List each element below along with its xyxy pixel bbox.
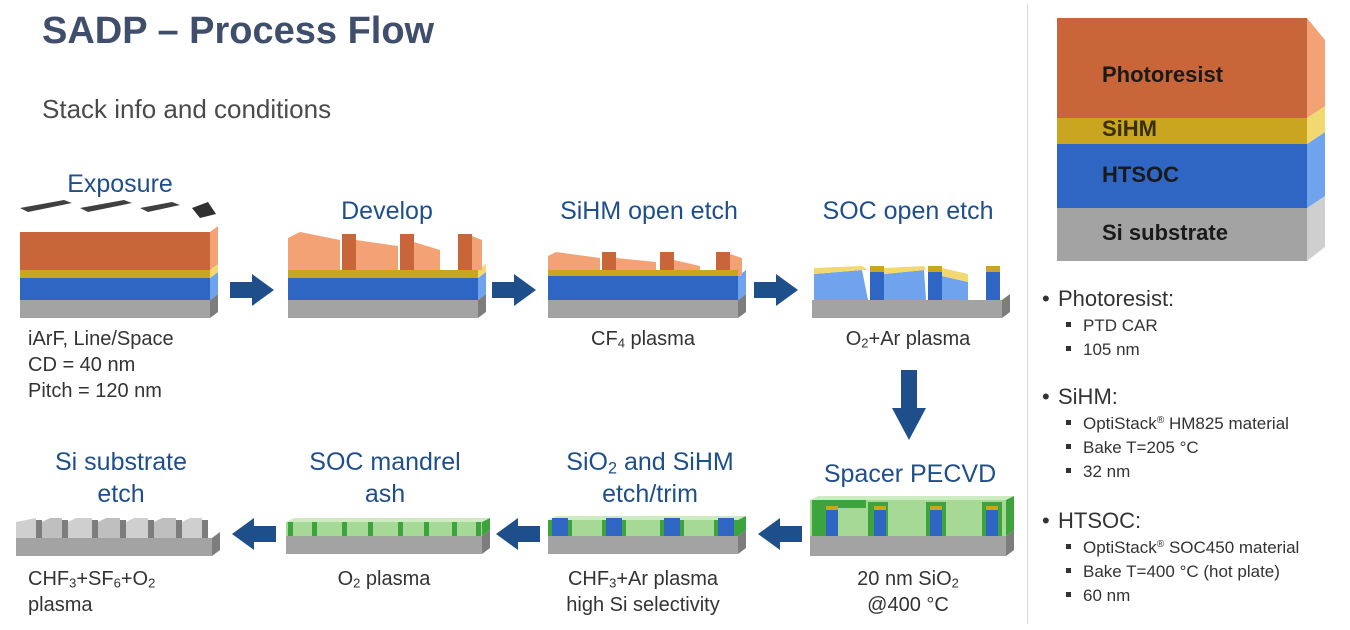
square-bullet-icon <box>1066 322 1071 328</box>
spec-htsoc: •HTSOC: OptiStack® SOC450 material Bake … <box>1042 508 1300 605</box>
legend-photoresist-layer <box>1057 18 1307 118</box>
mandrel <box>874 510 886 536</box>
step-title-soc-open-etch: SOC open etch <box>822 197 994 225</box>
arrow-down-icon <box>892 370 926 440</box>
soc-open-etch-stack <box>812 266 1010 318</box>
sihm-layer <box>20 270 210 278</box>
mandrel <box>826 510 838 536</box>
arrow-right-icon <box>230 274 274 306</box>
square-bullet-icon <box>1066 346 1071 352</box>
exposure-stack <box>20 200 218 318</box>
spec-photoresist: •Photoresist: PTD CAR 105 nm <box>1042 286 1175 359</box>
arrow-left-icon <box>232 518 276 550</box>
square-bullet-icon <box>1066 544 1071 550</box>
step-notes-soc-open-etch: O2+Ar plasma <box>845 328 971 351</box>
square-bullet-icon <box>1066 568 1071 574</box>
resist-line <box>342 234 356 270</box>
step-title-sihm-open-etch: SiHM open etch <box>560 197 738 225</box>
mask-plate <box>192 202 216 218</box>
arrow-left-icon <box>758 518 802 550</box>
sihm-open-etch-stack <box>548 252 746 318</box>
square-bullet-icon <box>1066 420 1071 426</box>
panel-divider <box>1027 4 1028 624</box>
legend-htsoc-layer <box>1057 144 1307 208</box>
spacer-pecvd-stack <box>810 496 1014 556</box>
arrow-right-icon <box>492 274 536 306</box>
legend-substrate-layer <box>1057 208 1307 261</box>
arrow-left-icon <box>496 518 540 550</box>
step-title-spacer-pecvd: Spacer PECVD <box>823 460 997 488</box>
page-subtitle: Stack info and conditions <box>42 94 332 124</box>
legend-label-photoresist: Photoresist <box>1102 62 1224 87</box>
step-notes-si-substrate-etch: CHF3+SF6+O2 plasma <box>28 568 156 616</box>
step-notes-spacer-pecvd: 20 nm SiO2 @400 °C <box>857 568 959 616</box>
mandrel <box>986 510 998 536</box>
square-bullet-icon <box>1066 468 1071 474</box>
square-bullet-icon <box>1066 592 1071 598</box>
spec-sihm: •SiHM: OptiStack® HM825 material Bake T=… <box>1042 384 1289 481</box>
legend-label-si-substrate: Si substrate <box>1102 220 1228 245</box>
si-substrate-etch-stack <box>16 518 220 556</box>
legend-label-htsoc: HTSOC <box>1102 162 1179 187</box>
mandrel <box>930 510 942 536</box>
arrow-right-icon <box>754 274 798 306</box>
resist-line <box>458 234 472 270</box>
mask-plate <box>80 200 132 212</box>
mask-plate <box>140 202 180 212</box>
soc-mandrel-ash-stack <box>286 518 490 554</box>
legend-label-sihm: SiHM <box>1102 116 1157 141</box>
bullet-icon: • <box>1042 286 1050 311</box>
htsoc-layer <box>20 278 210 300</box>
resist-line <box>400 234 414 270</box>
bullet-icon: • <box>1042 384 1050 409</box>
legend-sihm-layer <box>1057 118 1307 144</box>
substrate-layer <box>20 300 210 318</box>
step-notes-sihm-open-etch: CF4 plasma <box>591 328 695 351</box>
step-notes-soc-mandrel-ash: O2 plasma <box>337 568 431 591</box>
develop-stack <box>288 232 486 318</box>
bullet-icon: • <box>1042 508 1050 533</box>
step-title-develop: Develop <box>341 197 433 225</box>
mask-plate <box>20 200 72 212</box>
step-title-exposure: Exposure <box>67 170 173 198</box>
photoresist-layer <box>20 232 210 270</box>
page-title: SADP – Process Flow <box>42 10 435 52</box>
step-notes-exposure: iArF, Line/Space CD = 40 nm Pitch = 120 … <box>28 328 174 402</box>
legend-stack <box>1057 18 1325 261</box>
square-bullet-icon <box>1066 444 1071 450</box>
sio2-sihm-etch-trim-stack <box>548 516 746 554</box>
step-notes-sio2-sihm-etch-trim: CHF3+Ar plasma high Si selectivity <box>566 568 720 616</box>
